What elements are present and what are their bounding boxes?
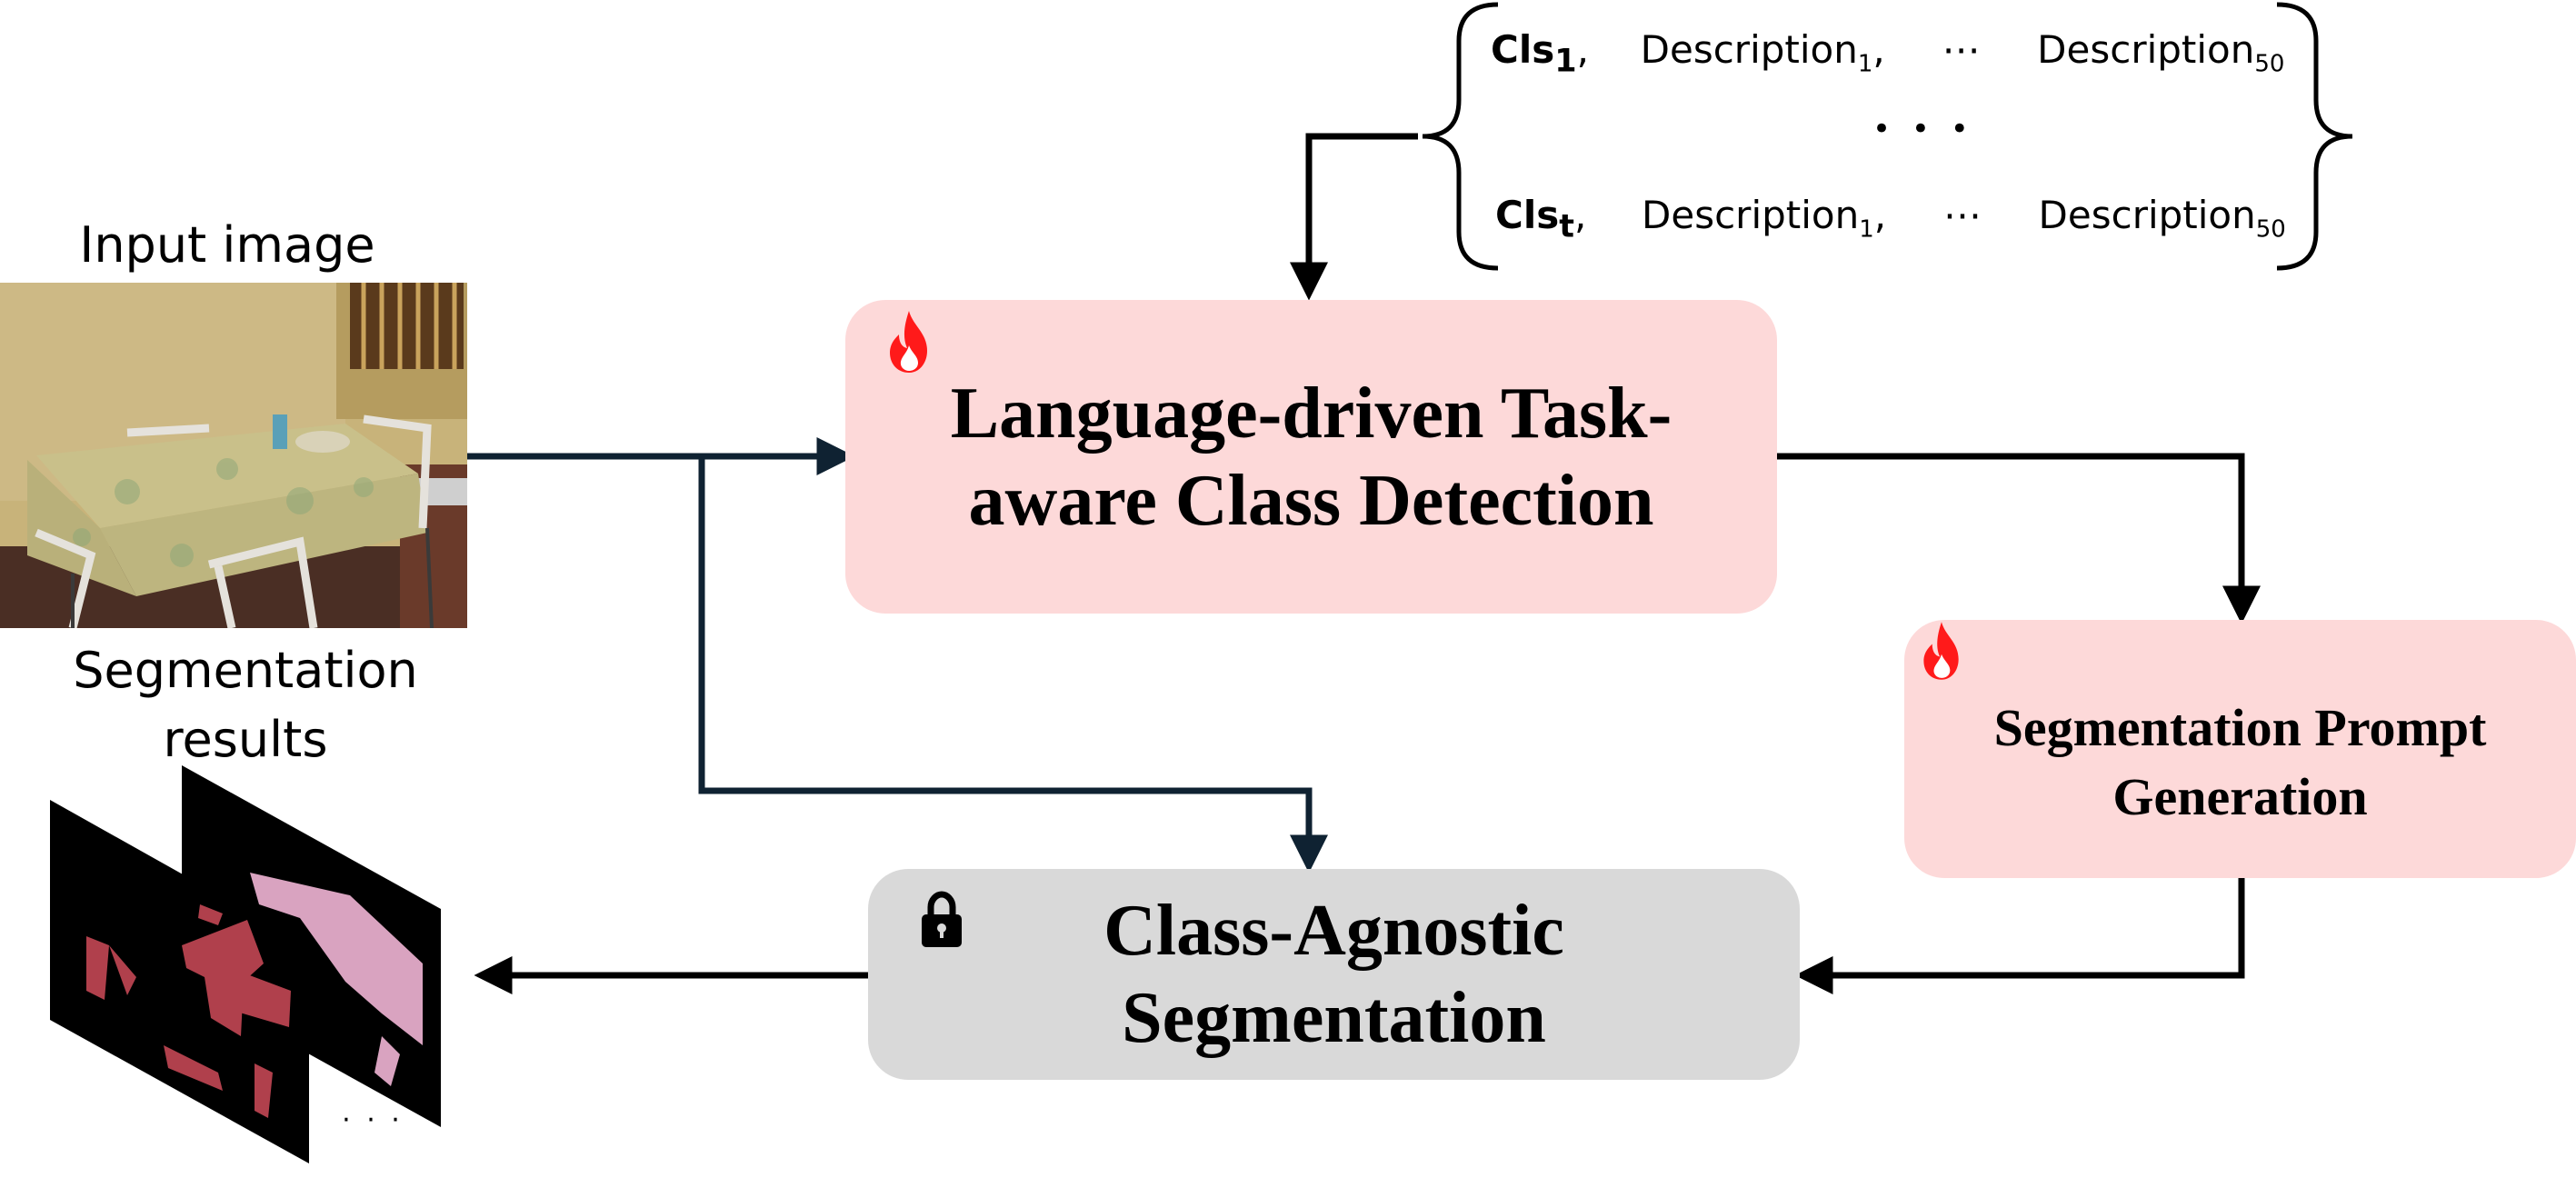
description-ellipsis: ⋯ [1942,27,1981,72]
input-image-label: Input image [79,216,375,274]
prompt-generation-module: Segmentation Prompt Generation [1904,620,2576,878]
class-agnostic-segmentation-module: Class-Agnostic Segmentation [868,869,1800,1080]
class-detection-module: Language-driven Task- aware Class Detect… [845,300,1777,614]
segmentation-results-label: Segmentation results [36,636,454,774]
class-description-row-t: Clst, Description1, ⋯ Description50 [1495,193,2286,245]
class-description-row-1: Cls1, Description1, ⋯ Description50 [1491,27,2285,80]
description-last: Description50 [2037,27,2285,78]
class-detection-title: Language-driven Task- aware Class Detect… [950,373,1672,541]
description-first: Description1 [1640,27,1873,78]
input-image [0,283,467,628]
segmentation-results-line2: results [163,711,328,768]
class-dots: • • • [1872,111,1974,147]
prompt-generation-title: Segmentation Prompt Generation [1993,698,2487,826]
description-ellipsis: ⋯ [1942,193,1982,237]
right-brace [2276,2,2353,271]
mask-back [182,765,441,1127]
left-brace [1422,2,1499,271]
fire-icon [1923,622,1959,680]
dining-room-photo [0,283,467,628]
class-label: Clst [1495,193,1574,245]
class-agnostic-segmentation-title: Class-Agnostic Segmentation [1103,891,1564,1058]
fire-icon [890,311,927,373]
description-first: Description1 [1642,193,1874,244]
lock-icon [922,891,962,947]
arrow-prompt-to-segmentation [1794,878,2245,994]
more-results-dots: · · · [342,1104,404,1136]
arrow-classes-to-detection [1290,133,1418,301]
class-label: Cls1 [1491,27,1577,80]
description-last: Description50 [2038,193,2286,244]
arrow-detection-to-prompt [1777,453,2261,624]
mask-front [50,800,309,1163]
segmentation-results-line1: Segmentation [73,642,418,699]
